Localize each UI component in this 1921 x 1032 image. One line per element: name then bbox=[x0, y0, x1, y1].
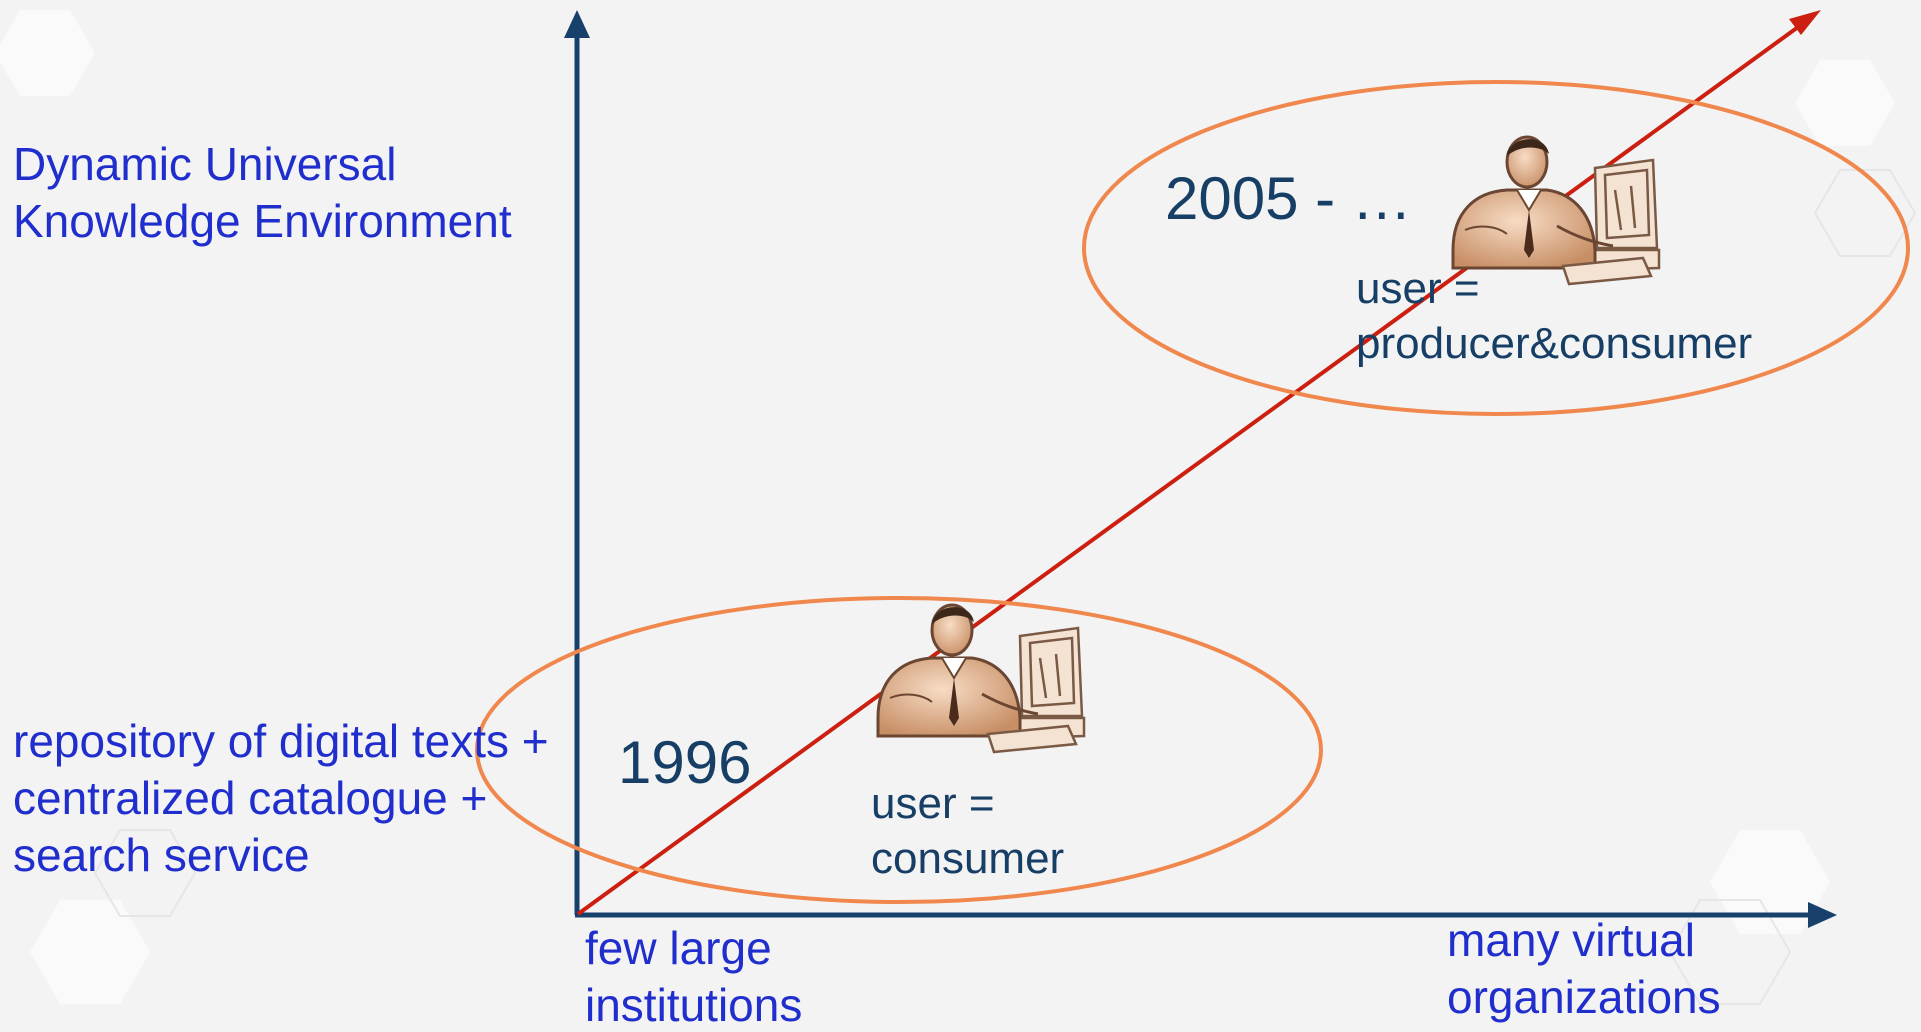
stage-year-2005: 2005 - … bbox=[1165, 165, 1412, 232]
ellipse-1996 bbox=[475, 596, 1323, 904]
caption-line: consumer bbox=[871, 833, 1065, 883]
trend-line bbox=[576, 20, 1807, 916]
label-line: few large bbox=[585, 922, 772, 974]
ellipse-2005 bbox=[1082, 80, 1910, 416]
label-line: many virtual bbox=[1447, 914, 1695, 966]
y-axis-bottom-label: repository of digital texts + centralize… bbox=[13, 713, 549, 884]
y-axis-arrowhead bbox=[564, 10, 590, 38]
stage-year-1996: 1996 bbox=[618, 729, 752, 796]
stage-caption-producer-consumer: user = producer&consumer bbox=[1356, 262, 1752, 371]
stage-caption-consumer: user = consumer bbox=[871, 777, 1064, 886]
caption-line: user = bbox=[1356, 264, 1480, 313]
label-line: Dynamic Universal bbox=[13, 138, 397, 190]
label-line: search service bbox=[13, 829, 310, 882]
label-line: institutions bbox=[585, 979, 803, 1032]
x-axis-right-label: many virtual organizations bbox=[1447, 912, 1721, 1026]
label-line: repository of digital texts + bbox=[13, 715, 549, 767]
y-axis-top-label: Dynamic Universal Knowledge Environment bbox=[13, 136, 512, 250]
person-at-computer-icon bbox=[876, 603, 1086, 754]
caption-line: producer&consumer bbox=[1356, 318, 1753, 368]
label-line: Knowledge Environment bbox=[13, 195, 512, 248]
label-line: organizations bbox=[1447, 971, 1721, 1024]
x-axis-left-label: few large institutions bbox=[585, 920, 802, 1032]
caption-line: user = bbox=[871, 779, 995, 828]
label-line: centralized catalogue + bbox=[13, 772, 488, 825]
x-axis-arrowhead bbox=[1808, 902, 1837, 928]
trend-arrowhead bbox=[1789, 10, 1821, 35]
